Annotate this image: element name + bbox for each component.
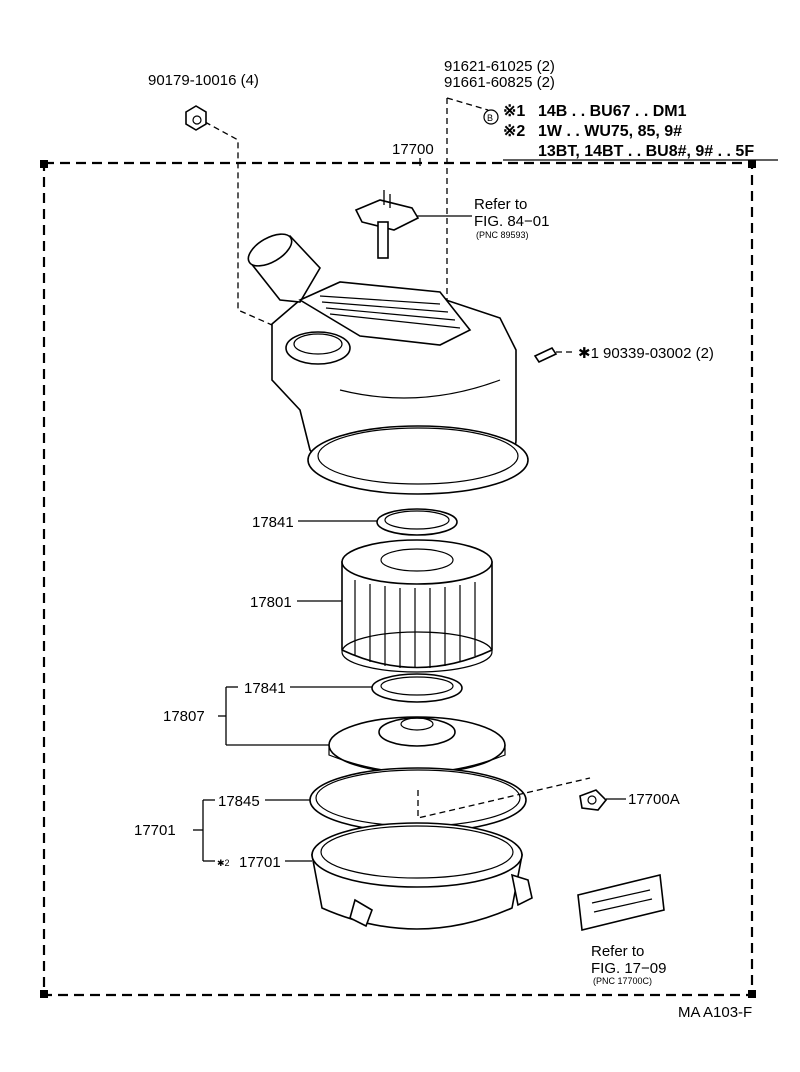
part-number-17841-top: 17841 — [252, 514, 294, 531]
refer2-line2: FIG. 17−09 — [591, 960, 666, 977]
refer2-line1: Refer to — [591, 943, 644, 960]
lower-case — [311, 822, 533, 930]
refer1-line2: FIG. 84−01 — [474, 213, 549, 230]
part-number-17700: 17700 — [392, 141, 434, 158]
bolt-90339-icon — [533, 346, 575, 364]
sensor-icon — [354, 190, 420, 259]
part-number-90179: 90179-10016 (4) — [148, 72, 259, 89]
part-number-17801: 17801 — [250, 594, 292, 611]
note2-text: 1W . . WU75, 85, 9# — [538, 123, 682, 140]
filter-element — [341, 539, 493, 673]
gasket-top — [376, 508, 458, 536]
part-number-17701: 17701 — [239, 854, 281, 871]
part-number-90339: 90339-03002 (2) — [603, 345, 714, 362]
note1-text: 14B . . BU67 . . DM1 — [538, 103, 687, 120]
label-plate-icon — [577, 874, 665, 931]
part-number-17700a: 17700A — [628, 791, 680, 808]
footer-code: MA A103-F — [678, 1004, 752, 1021]
part-number-17807: 17807 — [163, 708, 205, 725]
cap-nut-icon — [185, 105, 207, 131]
refer1-pnc: (PNC 89593) — [476, 230, 529, 240]
cover-plate — [328, 716, 506, 774]
part-mark-90339: ✱1 — [578, 345, 599, 362]
part-number-17841-bottom: 17841 — [244, 680, 286, 697]
refer1-line1: Refer to — [474, 196, 527, 213]
air-cleaner-top-housing — [247, 233, 529, 495]
clip-17700a-icon — [417, 777, 608, 819]
bolt-marker: B — [483, 109, 499, 125]
part-number-17701-group: 17701 — [134, 822, 176, 839]
gasket-bottom — [371, 673, 463, 703]
part-number-91661: 91661-60825 (2) — [444, 74, 555, 91]
part-mark-17701: ✱2 — [217, 858, 230, 868]
part-number-91621: 91621-61025 (2) — [444, 58, 555, 75]
note1-mark: ※1 — [503, 103, 525, 120]
note2-continuation: 13BT, 14BT . . BU8#, 9# . . 5F — [538, 143, 754, 160]
bolt-marker-letter: B — [487, 113, 493, 123]
note2-mark: ※2 — [503, 123, 525, 140]
assembly-frame — [40, 160, 756, 998]
part-number-17845: 17845 — [218, 793, 260, 810]
refer2-pnc: (PNC 17700C) — [593, 976, 652, 986]
